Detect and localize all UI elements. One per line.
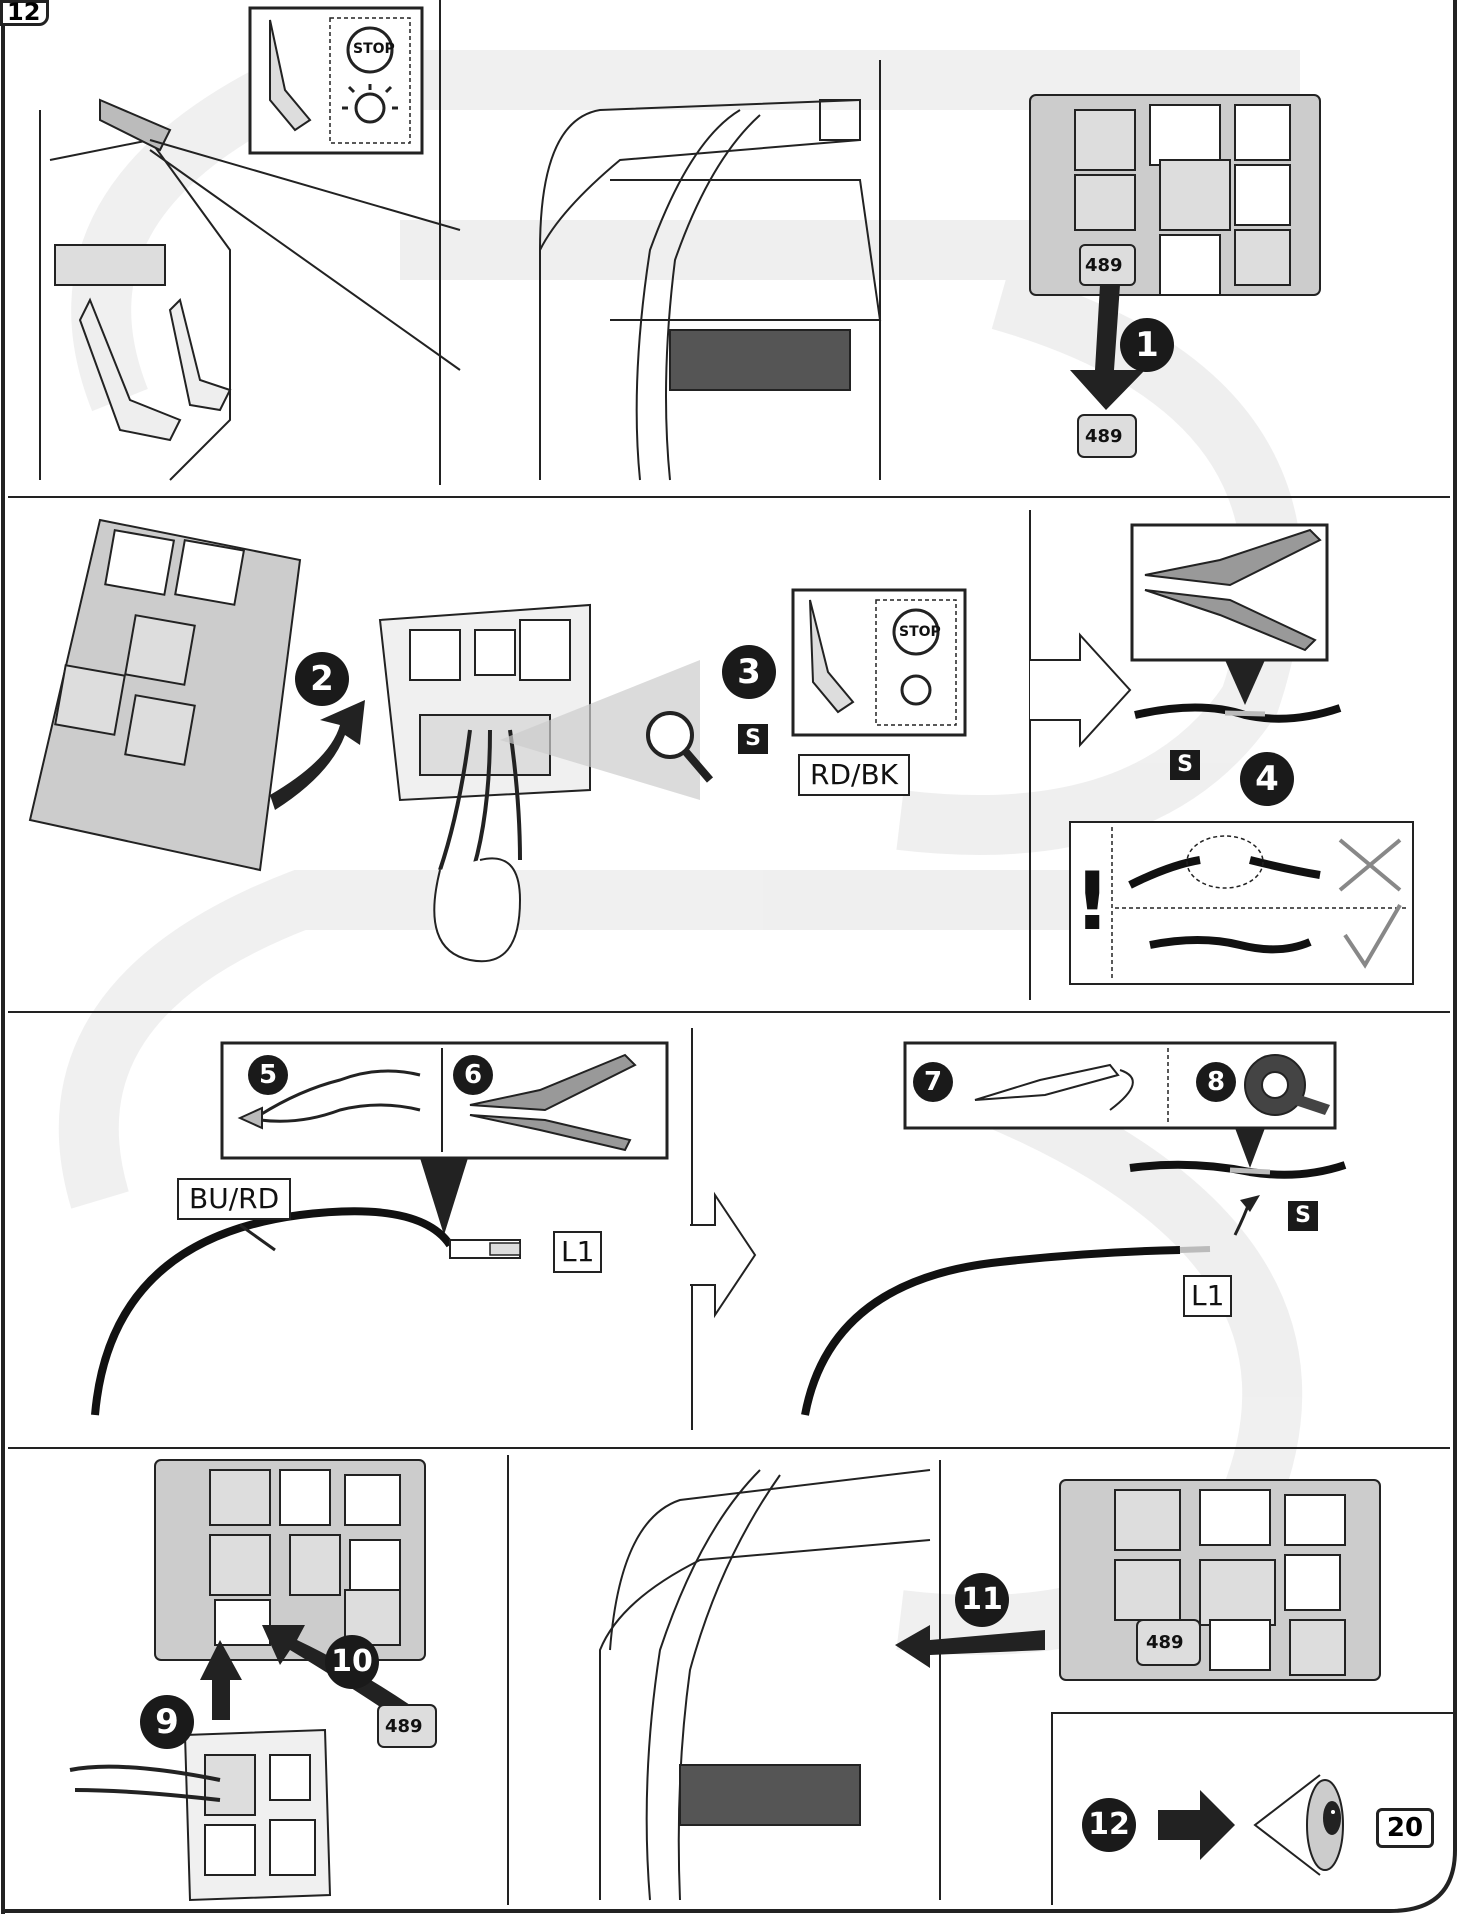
step-5-badge: 5 <box>248 1055 288 1095</box>
magnifier-icon <box>648 713 692 757</box>
step-3-badge: 3 <box>722 645 776 699</box>
stop-text-2: STOP <box>899 624 941 640</box>
step-6-badge: 6 <box>453 1055 493 1095</box>
step-1-badge: 1 <box>1120 318 1174 372</box>
fuse-box-illustration <box>1030 95 1320 295</box>
terminal-connector <box>450 1240 520 1258</box>
step-11-badge: 11 <box>955 1573 1009 1627</box>
s-badge-8: S <box>1288 1201 1318 1231</box>
step-2-badge: 2 <box>295 652 349 706</box>
step-number: 12 <box>0 0 49 26</box>
arrow-curved-2 <box>270 700 365 810</box>
relay-489-label-removed: 489 <box>1085 426 1123 447</box>
wire-l1 <box>805 1250 1180 1415</box>
relay-489-label-slot: 489 <box>1085 255 1123 276</box>
fuse-box-illustration-3 <box>1060 1480 1380 1680</box>
arrow-right-12 <box>1158 1790 1235 1860</box>
warning-exclamation: ! <box>1074 855 1110 948</box>
step-4-badge: 4 <box>1240 752 1294 806</box>
stop-text: STOP <box>353 41 395 57</box>
step-9-badge: 9 <box>140 1695 194 1749</box>
wire-color-bu-rd: BU/RD <box>177 1178 291 1220</box>
step-10-badge: 10 <box>325 1635 379 1689</box>
s-badge-3: S <box>738 724 768 754</box>
wire-label-l1-b: L1 <box>1183 1275 1232 1317</box>
step-12-badge: 12 <box>1082 1798 1136 1852</box>
fusebox-location-illustration-2 <box>600 1460 940 1900</box>
step-8-badge: 8 <box>1196 1062 1236 1102</box>
relay-connector-illustration-2 <box>70 1730 330 1900</box>
wire-bu-rd <box>95 1211 450 1415</box>
wire-color-rd-bk: RD/BK <box>798 754 910 796</box>
eye-icon <box>1255 1775 1343 1875</box>
fuse-box-tilted-illustration <box>30 520 300 870</box>
arrow-right-section-3 <box>690 1195 755 1315</box>
wire-label-l1-a: L1 <box>553 1231 602 1273</box>
step-7-badge: 7 <box>913 1062 953 1102</box>
relay-489-label-installed: 489 <box>1146 1632 1184 1653</box>
page-reference-badge[interactable]: 20 <box>1376 1808 1434 1848</box>
relay-489-label-insert: 489 <box>385 1716 423 1737</box>
s-badge-4: S <box>1170 750 1200 780</box>
arrow-right-section-2 <box>1030 635 1130 745</box>
